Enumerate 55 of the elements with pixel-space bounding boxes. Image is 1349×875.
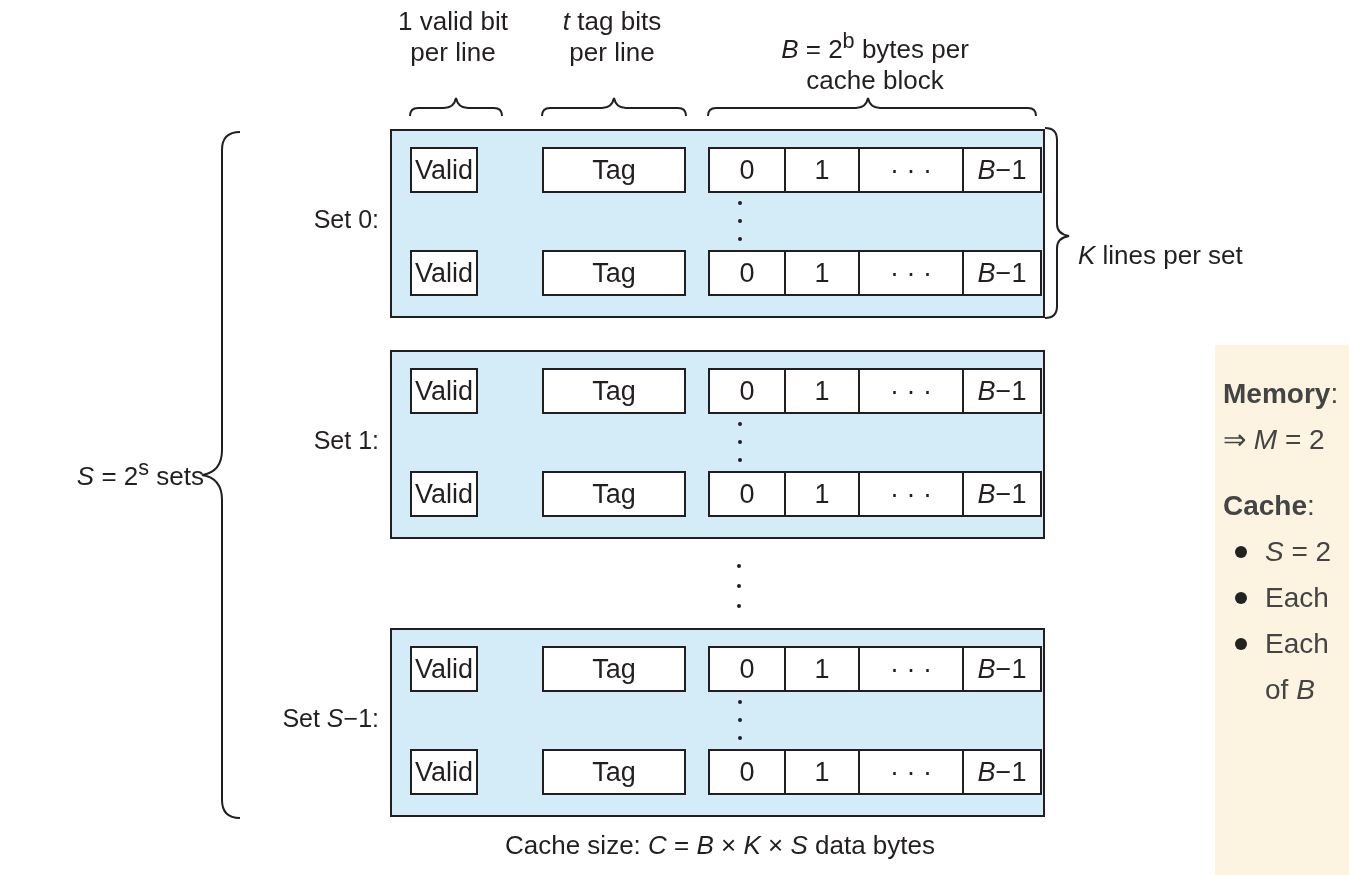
bullet-item: Each of B <box>1223 621 1345 713</box>
annotation-label: K lines per set <box>1078 240 1244 272</box>
cache-set-box <box>390 350 1045 539</box>
tag-cell: Tag <box>542 471 686 517</box>
byte-cell: 0 <box>708 646 786 692</box>
cache-set-box <box>390 129 1045 318</box>
note-text: ⇒ M = 2 <box>1223 423 1326 457</box>
byte-cell: B−1 <box>962 147 1042 193</box>
byte-cell: 1 <box>784 471 860 517</box>
tag-cell: Tag <box>542 147 686 193</box>
valid-bit-cell: Valid <box>410 471 478 517</box>
byte-cell: 0 <box>708 147 786 193</box>
byte-cell: B−1 <box>962 368 1042 414</box>
valid-bit-cell: Valid <box>410 646 478 692</box>
note-text: Cache: <box>1223 489 1316 523</box>
byte-cell: 0 <box>708 471 786 517</box>
byte-cell: B−1 <box>962 646 1042 692</box>
byte-cell: 1 <box>784 368 860 414</box>
byte-cell: · · · <box>858 147 964 193</box>
byte-cell: B−1 <box>962 250 1042 296</box>
annotation-label: t tag bits per line <box>561 6 663 69</box>
byte-cell: 0 <box>708 749 786 795</box>
annotation-label: S = 2$^{s}$ sets <box>75 455 204 492</box>
tag-cell: Tag <box>542 749 686 795</box>
byte-cell: 1 <box>784 749 860 795</box>
note-panel <box>1215 345 1349 875</box>
byte-cell: 1 <box>784 250 860 296</box>
set-label: Set 0: <box>313 205 379 234</box>
valid-bit-cell: Valid <box>410 250 478 296</box>
byte-cell: 0 <box>708 368 786 414</box>
valid-bit-cell: Valid <box>410 749 478 795</box>
annotation-label: B = 2$^{b}$ bytes per cache block <box>780 28 970 97</box>
tag-cell: Tag <box>542 646 686 692</box>
byte-cell: 1 <box>784 147 860 193</box>
byte-cell: · · · <box>858 749 964 795</box>
valid-bit-cell: Valid <box>410 368 478 414</box>
byte-cell: · · · <box>858 368 964 414</box>
valid-bit-cell: Valid <box>410 147 478 193</box>
byte-cell: · · · <box>858 646 964 692</box>
annotation-label: 1 valid bit per line <box>397 6 509 69</box>
byte-cell: 0 <box>708 250 786 296</box>
set-label: Set S−1: <box>282 704 379 733</box>
cache-set-box <box>390 628 1045 817</box>
note-text: Memory: <box>1223 377 1340 411</box>
byte-cell: B−1 <box>962 471 1042 517</box>
annotation-label: Cache size: C = B × K × S data bytes <box>504 830 936 862</box>
byte-cell: · · · <box>858 471 964 517</box>
bullet-item: Each <box>1223 575 1345 621</box>
bullet-item: S = 2 <box>1223 529 1345 575</box>
byte-cell: · · · <box>858 250 964 296</box>
set-label: Set 1: <box>313 426 379 455</box>
byte-cell: 1 <box>784 646 860 692</box>
tag-cell: Tag <box>542 250 686 296</box>
byte-cell: B−1 <box>962 749 1042 795</box>
tag-cell: Tag <box>542 368 686 414</box>
